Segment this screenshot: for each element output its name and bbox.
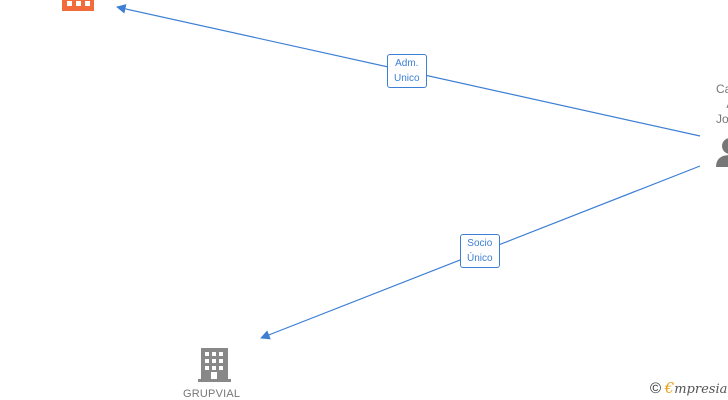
company-building-icon[interactable] [198, 348, 231, 382]
person-name-label[interactable]: Carb Alb Joan [699, 82, 728, 127]
edge-label-line: Adm. [395, 58, 419, 69]
edge-label-line: Unico [394, 73, 420, 84]
brand-initial: € [664, 379, 675, 397]
brand-rest: mpresia [674, 382, 728, 397]
empresia-watermark: © €mpresia [650, 379, 727, 397]
edge-label-line: Socio [467, 238, 493, 249]
person-icon[interactable] [716, 138, 728, 167]
edge-label-socio-unico[interactable]: Socio Único [460, 234, 500, 268]
person-name-line: Alb [699, 97, 728, 112]
person-name-line: Carb [715, 82, 728, 96]
brand-logo: €mpresia [664, 379, 728, 397]
highlighted-company-building-icon[interactable] [62, 0, 94, 11]
person-name-line: Joan [715, 112, 728, 126]
company-name-label[interactable]: GRUPVIAL [183, 388, 241, 400]
copyright-icon: © [650, 380, 662, 397]
edge-label-line: Único [467, 253, 493, 264]
edge-label-adm-unico[interactable]: Adm. Unico [387, 54, 427, 88]
